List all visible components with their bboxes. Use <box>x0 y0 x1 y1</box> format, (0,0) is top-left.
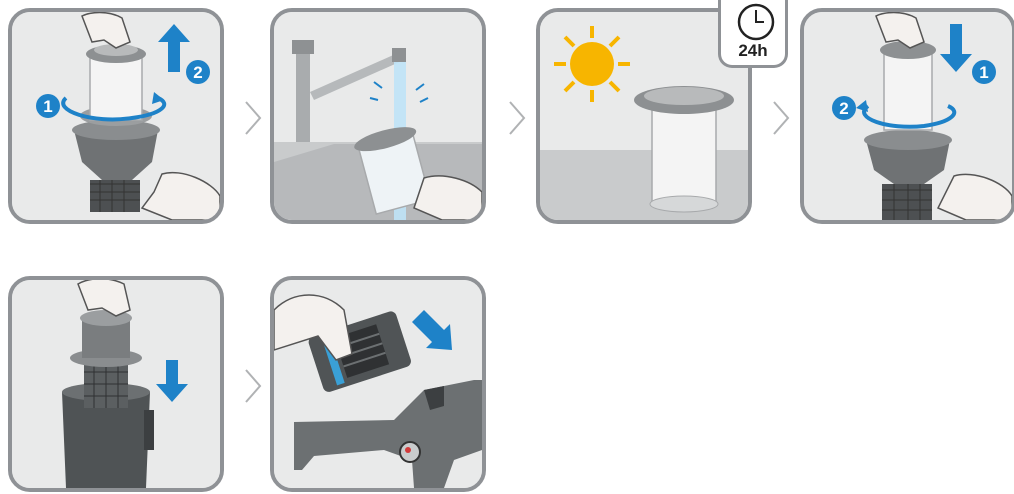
chevron-right-icon <box>508 100 526 136</box>
step-6-panel <box>270 276 486 492</box>
timer-label: 24h <box>721 41 785 61</box>
step-4-illustration: 2 1 <box>804 12 1012 220</box>
chevron-right-icon <box>772 100 790 136</box>
step-1-illustration: 1 2 <box>12 12 220 220</box>
sun-icon <box>554 26 630 102</box>
marker-1-label: 1 <box>43 97 52 116</box>
marker-2-label: 2 <box>839 99 848 118</box>
step-4-panel: 2 1 <box>800 8 1014 224</box>
chevron-right-icon <box>244 100 262 136</box>
clock-icon <box>724 2 788 42</box>
step-6-illustration <box>274 280 482 488</box>
chevron-right-icon <box>244 368 262 404</box>
marker-2-label: 2 <box>193 63 202 82</box>
step-1-panel: 1 2 <box>8 8 224 224</box>
step-5-panel <box>8 276 224 492</box>
step-2-illustration <box>274 12 482 220</box>
step-2-panel <box>270 8 486 224</box>
step-3-illustration <box>540 12 748 220</box>
marker-1-label: 1 <box>979 63 988 82</box>
timer-badge: 24h <box>718 0 788 68</box>
step-5-illustration <box>12 280 220 488</box>
